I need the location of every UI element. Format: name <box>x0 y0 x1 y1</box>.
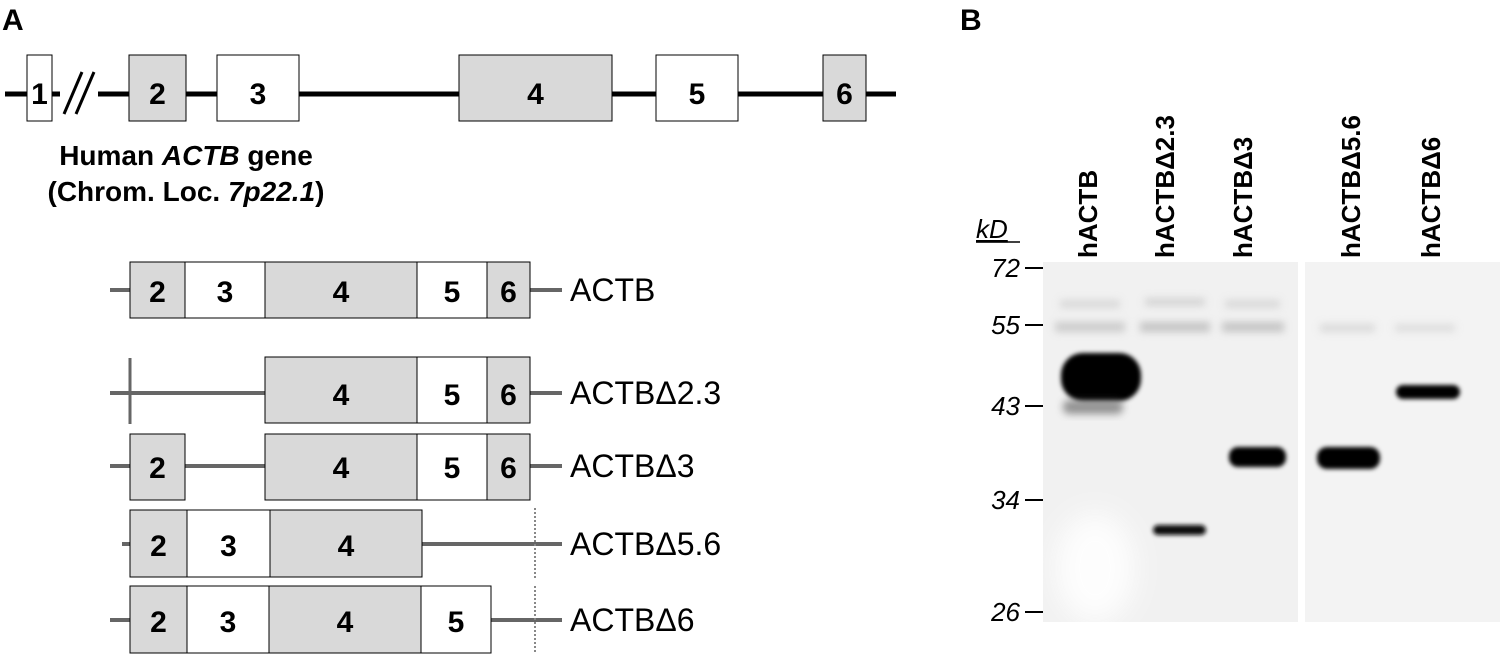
svg-text:6: 6 <box>500 276 517 309</box>
svg-text:4: 4 <box>527 78 544 111</box>
chromosome-location: (Chrom. Loc. 7p22.1) <box>48 176 325 207</box>
construct-actb-delta-6: 2 3 4 5 ACTBΔ6 <box>110 585 695 654</box>
gene-exon-2: 2 <box>128 54 187 122</box>
gene-caption: Human ACTB gene <box>59 140 313 171</box>
gene-exon-3: 3 <box>216 54 300 122</box>
construct-actb-delta-3: 2 4 5 6 ACTBΔ3 <box>110 433 695 501</box>
svg-text:5: 5 <box>689 78 706 111</box>
svg-text:2: 2 <box>150 530 167 563</box>
construct-actb: 2 3 4 5 6 ACTB <box>110 261 655 319</box>
svg-text:2: 2 <box>150 606 167 639</box>
construct-actb-delta-2-3: 4 5 6 ACTBΔ2.3 <box>110 356 721 424</box>
svg-text:3: 3 <box>250 78 267 111</box>
lane-label: hACTB <box>1073 170 1103 258</box>
svg-text:6: 6 <box>836 78 853 111</box>
gene-exon-5: 5 <box>655 54 739 122</box>
panel-b-label: B <box>960 4 982 37</box>
svg-text:5: 5 <box>448 606 465 639</box>
svg-text:5: 5 <box>444 452 461 485</box>
panel-a-label: A <box>2 4 24 37</box>
svg-text:3: 3 <box>220 530 237 563</box>
lane-label: hACTBΔ6 <box>1416 137 1446 258</box>
svg-text:4: 4 <box>337 606 354 639</box>
band-hactb-delta-2-3 <box>1153 525 1206 535</box>
gene-break-mark <box>62 71 96 115</box>
lane-label: hACTBΔ2.3 <box>1150 115 1180 258</box>
western-blot <box>1043 262 1500 623</box>
lane-label: hACTBΔ5.6 <box>1336 115 1366 258</box>
marker-label: 34 <box>991 485 1020 515</box>
construct-label: ACTBΔ5.6 <box>570 526 721 562</box>
svg-text:4: 4 <box>333 276 350 309</box>
svg-text:1: 1 <box>31 78 48 111</box>
gene-exon-4: 4 <box>458 54 613 122</box>
svg-text:5: 5 <box>444 276 461 309</box>
gene-exon-1: 1 <box>26 54 53 122</box>
svg-text:4: 4 <box>333 452 350 485</box>
svg-text:3: 3 <box>220 606 237 639</box>
svg-text:6: 6 <box>500 452 517 485</box>
gene-diagram: 1 2 3 4 5 6 <box>5 54 896 122</box>
construct-label: ACTBΔ3 <box>570 448 695 484</box>
construct-label: ACTB <box>570 272 655 308</box>
blot-splice-gap <box>1298 262 1305 622</box>
svg-text:5: 5 <box>444 379 461 412</box>
marker-label: 72 <box>991 253 1020 283</box>
construct-label: ACTBΔ6 <box>570 602 695 638</box>
band-hactb-delta-3 <box>1229 447 1286 467</box>
lane-label: hACTBΔ3 <box>1228 137 1258 258</box>
marker-label: 55 <box>991 310 1020 340</box>
band-hactb-delta-5-6 <box>1317 447 1380 469</box>
svg-text:6: 6 <box>500 379 517 412</box>
svg-text:3: 3 <box>217 276 234 309</box>
svg-text:2: 2 <box>149 276 166 309</box>
svg-text:2: 2 <box>149 78 166 111</box>
molecular-weight-markers: 72 55 43 34 26 <box>990 253 1043 627</box>
band-hactb <box>1061 353 1141 401</box>
svg-text:4: 4 <box>333 379 350 412</box>
svg-text:4: 4 <box>338 530 355 563</box>
construct-label: ACTBΔ2.3 <box>570 375 721 411</box>
marker-label: 43 <box>991 391 1020 421</box>
band-hactb-delta-6 <box>1396 385 1460 399</box>
marker-unit: kD <box>976 214 1008 244</box>
construct-actb-delta-5-6: 2 3 4 ACTBΔ5.6 <box>122 508 721 578</box>
gene-exon-6: 6 <box>822 54 867 122</box>
marker-label: 26 <box>990 597 1020 627</box>
svg-text:2: 2 <box>149 452 166 485</box>
